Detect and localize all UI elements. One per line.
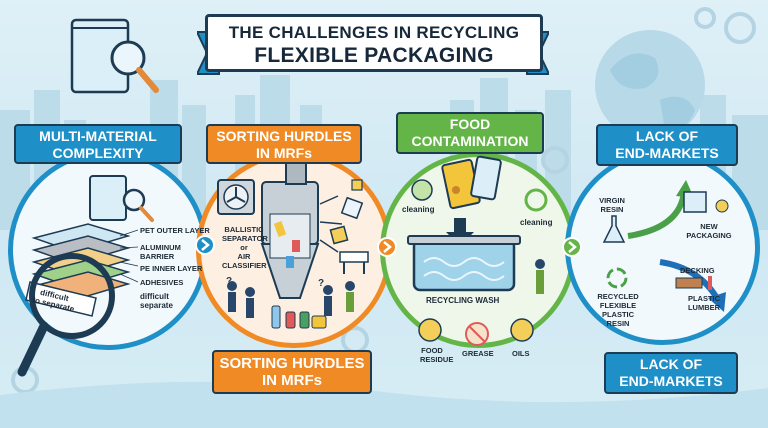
label-line-1: SORTING HURDLES [216, 128, 352, 144]
recycle-icon [606, 267, 628, 289]
up-arrow-icon [627, 191, 687, 239]
difficult-tag [25, 281, 97, 317]
title-line-1: THE CHALLENGES IN RECYCLING [228, 23, 520, 42]
bottom-line-2: IN MRFs [262, 372, 322, 389]
globe-icon [595, 30, 705, 140]
cleaning-left: cleaning [402, 205, 435, 214]
chip-bag-icon [441, 155, 502, 210]
icon-grease: GREASE [462, 349, 494, 358]
food-line: FOOD [421, 346, 443, 355]
bottom-line-1: LACK OF [639, 356, 703, 372]
bottom-line-2: END-MARKETS [619, 373, 723, 389]
fan-icon [217, 179, 255, 215]
virgin-line-1: VIRGIN [599, 196, 625, 205]
plastic-lumber: PLASTIC LUMBER [684, 294, 724, 312]
icon-food-residue: FOOD RESIDUE [420, 346, 454, 364]
label-line-1: MULTI-MATERIAL [39, 128, 157, 144]
recycled-line-1: RECYCLED [597, 292, 639, 301]
label-end-markets-top: LACK OF END-MARKETS [596, 124, 738, 166]
cleaning-right: cleaning [520, 218, 553, 227]
wash-tank-icon [407, 235, 521, 292]
label-end-markets-bottom: LACK OF END-MARKETS [604, 352, 738, 394]
machine-line-4: AIR [237, 252, 251, 261]
recycled-line-4: RESIN [606, 319, 630, 328]
label-line-2: END-MARKETS [615, 145, 719, 161]
label-line-1: FOOD [449, 116, 491, 132]
bottom-line-1: SORTING HURDLES [219, 355, 365, 372]
layer-label-difficult: difficult [140, 292, 169, 301]
barrier-icon [339, 251, 369, 274]
flask-icon [602, 215, 626, 243]
machine-line-5: CLASSIFIER [222, 261, 267, 270]
cleaning-icon [411, 179, 548, 212]
decking: DECKING [680, 266, 715, 275]
virgin-resin: VIRGIN RESIN [598, 196, 626, 214]
worker-icon [535, 259, 545, 294]
machine-line-2: SEPARATOR [222, 234, 268, 243]
workers-icon [227, 281, 355, 318]
plastic-bag-icon [89, 175, 154, 222]
layer-label-adhesives: ADHESIVES [140, 278, 184, 287]
machine-line-1: BALLISTIC [224, 225, 264, 234]
contaminant-icons [418, 318, 534, 346]
title-line-2: FLEXIBLE PACKAGING [254, 44, 494, 67]
title-box: THE CHALLENGES IN RECYCLING FLEXIBLE PAC… [205, 14, 543, 72]
recycled-line-2: FLEXIBLE [599, 301, 637, 310]
label-multi-material: MULTI-MATERIAL COMPLEXITY [14, 124, 182, 164]
new-packaging: NEW PACKAGING [686, 222, 732, 240]
residue-line: RESIDUE [420, 355, 454, 364]
layer-label-pet: PET OUTER LAYER [140, 226, 210, 235]
recycled-line-3: PLASTIC [601, 310, 635, 319]
label-line-2: COMPLEXITY [52, 145, 144, 161]
chevron-right-icon [195, 235, 582, 257]
lumber-line-1: PLASTIC [687, 294, 721, 303]
label-line-2: CONTAMINATION [411, 133, 529, 149]
question-mark-icon: ? [226, 276, 232, 287]
new-packaging-line-1: NEW [700, 222, 718, 231]
flying-packages-icon [329, 179, 364, 245]
lumber-line-2: LUMBER [687, 303, 721, 312]
layer-label-pe: PE INNER LAYER [140, 264, 203, 273]
down-arrow-head [708, 292, 726, 312]
question-mark-icon-2: ? [318, 278, 324, 289]
label-line-2: IN MRFs [256, 145, 312, 161]
layer-label-barrier: BARRIER [140, 252, 175, 261]
label-line-1: LACK OF [635, 128, 699, 144]
recycled-resin: RECYCLED FLEXIBLE PLASTIC RESIN [596, 292, 640, 328]
bottles-icon [271, 305, 327, 329]
layer-label-separate: separate [140, 301, 173, 310]
virgin-line-2: RESIN [600, 205, 624, 214]
wash-label: RECYCLING WASH [426, 296, 500, 305]
label-sorting-bottom: SORTING HURDLES IN MRFs [212, 350, 372, 394]
down-arrow-icon [659, 259, 721, 302]
box-icon [683, 191, 729, 213]
layer-label-aluminum: ALUMINUM [140, 243, 181, 252]
label-food: FOOD CONTAMINATION [396, 112, 544, 154]
label-sorting-top: SORTING HURDLES IN MRFs [206, 124, 362, 164]
machine-label: BALLISTIC SEPARATOR or AIR CLASSIFIER [222, 225, 268, 270]
magnifier-icon [17, 253, 115, 377]
plastic-bag-magnifier-icon [70, 18, 159, 94]
lumber-icon [675, 276, 712, 290]
machine-line-3: or [240, 243, 248, 252]
icon-oils: OILS [512, 349, 530, 358]
separator-machine-icon [260, 159, 320, 299]
new-packaging-line-2: PACKAGING [686, 231, 732, 240]
